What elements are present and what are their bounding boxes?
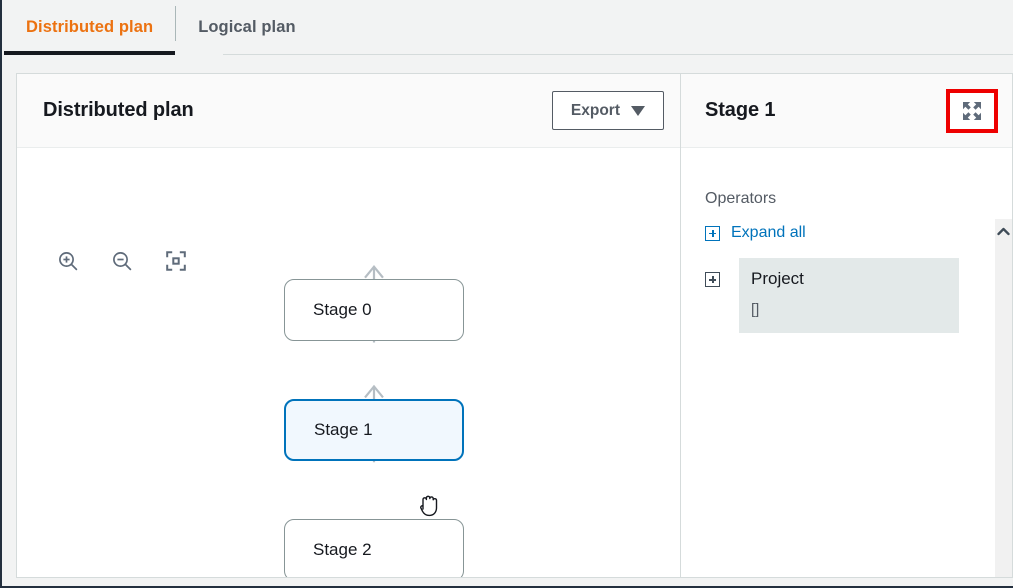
operators-section-label: Operators <box>705 190 777 207</box>
operator-detail: [] <box>751 301 760 318</box>
fit-to-screen-icon[interactable] <box>163 248 189 274</box>
chevron-down-icon <box>631 105 645 116</box>
tab-separator <box>175 6 177 41</box>
stage-node-stage-0[interactable]: Stage 0 <box>284 279 464 341</box>
stage-node-label: Stage 0 <box>313 300 372 319</box>
graph-area[interactable]: Stage 0 Stage 1 Stage 2 <box>17 148 680 577</box>
plan-card: Distributed plan Export <box>16 73 1013 578</box>
stage-node-label: Stage 2 <box>313 540 372 559</box>
tab-logical-plan-label: Logical plan <box>198 18 296 36</box>
tab-bar-underline <box>223 54 1013 55</box>
distributed-plan-pane: Distributed plan Export <box>17 74 681 577</box>
export-button[interactable]: Export <box>551 91 664 130</box>
export-button-label: Export <box>570 101 620 119</box>
stage-details-header: Stage 1 <box>681 74 1012 148</box>
stage-details-pane: Stage 1 Operators Ex <box>681 74 1012 577</box>
tab-distributed-plan[interactable]: Distributed plan <box>4 0 176 55</box>
operator-card-project[interactable]: Project [] <box>739 258 959 333</box>
operator-list-item: Project [] <box>705 258 1012 333</box>
operators-body: Operators Expand all Project [] <box>681 148 1012 577</box>
zoom-in-icon[interactable] <box>55 248 81 274</box>
operators-scrollbar[interactable] <box>995 219 1012 577</box>
scroll-up-chevron-icon[interactable] <box>995 223 1012 239</box>
tab-bar: Distributed plan Logical plan <box>4 0 1013 55</box>
expand-fullscreen-button[interactable] <box>946 88 998 133</box>
tab-logical-plan[interactable]: Logical plan <box>176 0 317 55</box>
zoom-out-icon[interactable] <box>109 248 135 274</box>
stage-details-title: Stage 1 <box>705 99 776 121</box>
expand-all-label: Expand all <box>731 224 806 241</box>
expand-all-link[interactable]: Expand all <box>705 224 806 242</box>
operator-name: Project <box>751 269 804 288</box>
stage-node-stage-1[interactable]: Stage 1 <box>284 399 464 461</box>
tab-distributed-plan-label: Distributed plan <box>26 18 154 36</box>
distributed-plan-header: Distributed plan Export <box>17 74 680 148</box>
expand-fullscreen-icon <box>963 101 981 120</box>
graph-toolbar <box>55 248 189 274</box>
plus-box-icon <box>705 225 720 241</box>
operator-expand-toggle-icon[interactable] <box>705 272 720 287</box>
stage-node-label: Stage 1 <box>314 420 373 439</box>
graph-edges <box>364 264 384 463</box>
stage-node-stage-2[interactable]: Stage 2 <box>284 519 464 577</box>
page-title: Distributed plan <box>43 99 194 121</box>
